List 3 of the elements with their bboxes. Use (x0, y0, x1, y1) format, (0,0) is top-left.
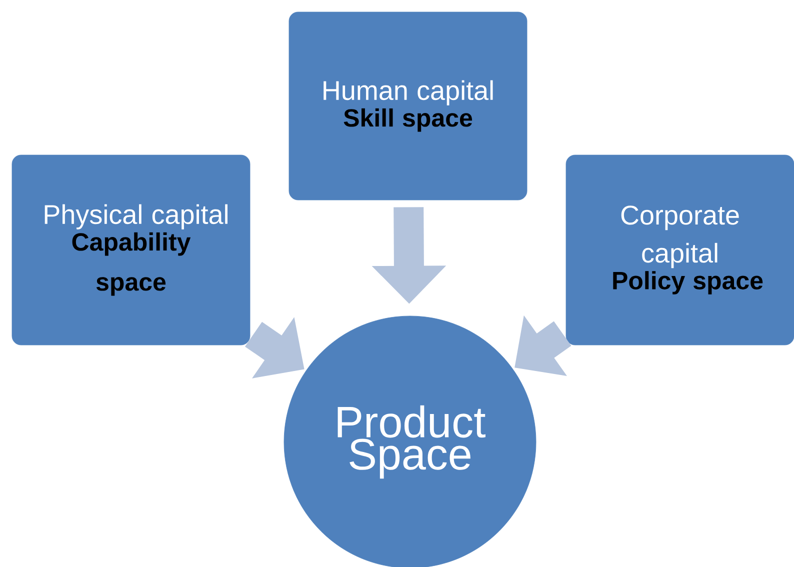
text-box: Physical capital Capability space (12, 154, 250, 346)
text-box: Human capital Skill space (288, 12, 528, 200)
text-box: Corporate capital Policy space (566, 154, 794, 346)
